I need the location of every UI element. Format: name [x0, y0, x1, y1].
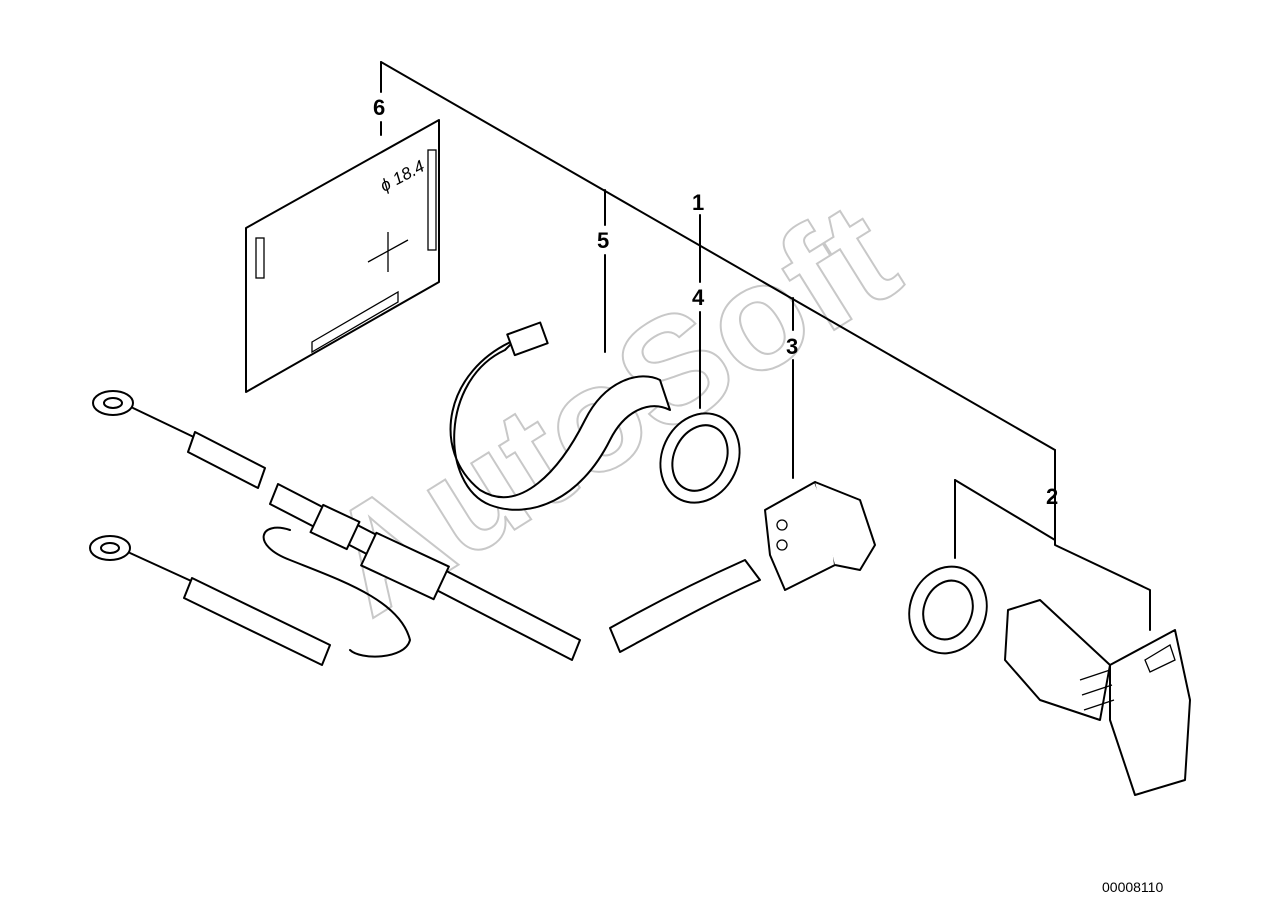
callout-4: 4: [692, 285, 705, 310]
callout-6: 6: [373, 95, 385, 120]
ring: [659, 412, 741, 504]
cable-strap: [449, 321, 671, 511]
callout-5: 5: [597, 228, 609, 253]
callout-3: 3: [786, 334, 798, 359]
socket-with-nut: [908, 565, 1191, 796]
document-number: 00008110: [1102, 879, 1163, 895]
leader-lines: [380, 61, 1151, 631]
callout-2: 2: [1046, 484, 1058, 509]
label-sheet: ϕ 18.4: [245, 119, 440, 393]
callout-1: 1: [692, 190, 704, 215]
plug-connector: [609, 481, 876, 653]
callout-labels: 1 2 3 4 5 6: [373, 95, 1058, 509]
wiring-harness: [89, 390, 581, 666]
